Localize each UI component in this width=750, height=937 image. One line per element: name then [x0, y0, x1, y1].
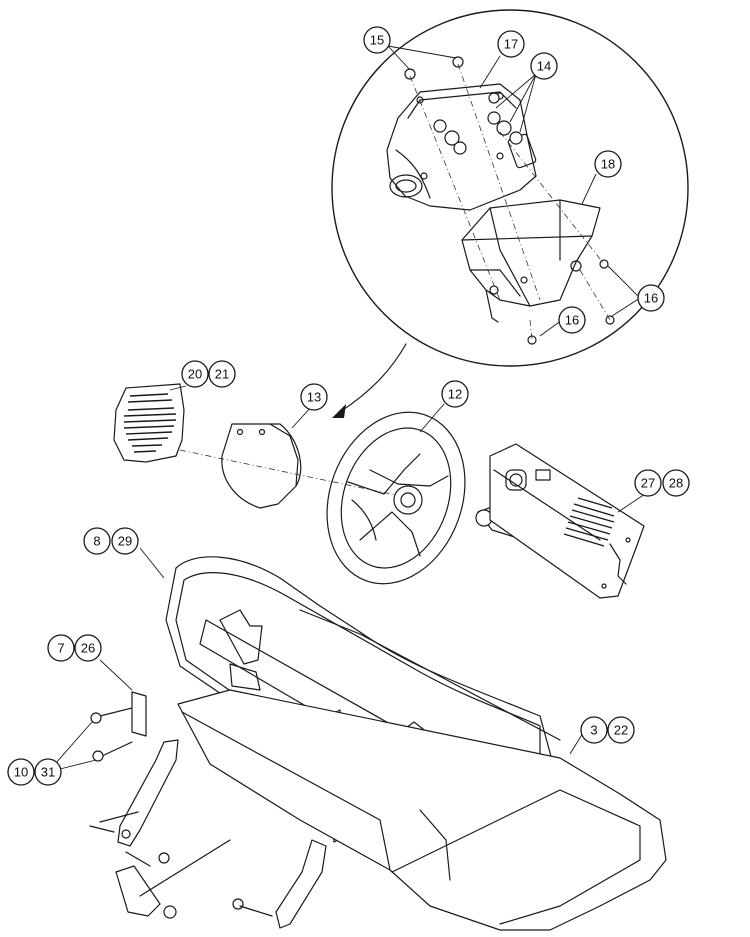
callout-circle — [662, 469, 690, 497]
callout-circle — [47, 634, 75, 662]
callout-label: 26 — [81, 641, 95, 656]
dash-panel — [489, 443, 645, 599]
callout-circle — [580, 716, 608, 744]
callout-label: 10 — [14, 765, 28, 780]
warning-decal — [113, 383, 185, 463]
callout-31: 31 — [34, 758, 62, 786]
callout-label: 27 — [641, 476, 655, 491]
callout-circle — [530, 52, 558, 80]
callout-circle — [83, 527, 111, 555]
callout-8: 8 — [83, 527, 111, 555]
callout-label: 13 — [307, 390, 321, 405]
callout-label: 20 — [188, 367, 202, 382]
callout-12: 12 — [441, 380, 469, 408]
callout-13: 13 — [300, 383, 328, 411]
callout-label: 12 — [448, 387, 462, 402]
callout-label: 16 — [644, 291, 658, 306]
callout-16: 16 — [637, 284, 665, 312]
callout-label: 28 — [669, 476, 683, 491]
callout-circle — [441, 380, 469, 408]
callout-label: 22 — [614, 723, 628, 738]
callout-label: 21 — [215, 367, 229, 382]
callout-3: 3 — [580, 716, 608, 744]
seat-support-bracket — [89, 739, 327, 929]
callout-7: 7 — [47, 634, 75, 662]
callout-14: 14 — [530, 52, 558, 80]
callout-circle — [300, 383, 328, 411]
callout-label: 17 — [504, 37, 518, 52]
callout-29: 29 — [111, 527, 139, 555]
leader-lines — [47, 385, 649, 773]
callout-label: 29 — [118, 534, 132, 549]
callout-circle — [7, 758, 35, 786]
washer-stack-left — [404, 68, 467, 155]
callouts: 15 17 14 18 16 16 20 21 13 12 27 28 8 29 7 26 3 22 10 31 — [7, 26, 690, 786]
callout-label: 3 — [590, 723, 597, 738]
callout-circle — [181, 360, 209, 388]
washer-stack-right — [452, 56, 523, 145]
callout-circle — [208, 360, 236, 388]
callout-circle — [34, 758, 62, 786]
callout-label: 8 — [93, 534, 100, 549]
callout-15: 15 — [363, 26, 391, 54]
detail-view — [331, 9, 689, 367]
callout-circle — [637, 284, 665, 312]
callout-20: 20 — [181, 360, 209, 388]
callout-circle — [363, 26, 391, 54]
callout-label: 18 — [601, 157, 615, 172]
seat-hinge-plate — [90, 691, 147, 762]
steering-wheel — [326, 411, 466, 585]
detail-arrow — [332, 343, 407, 418]
callout-circle — [634, 469, 662, 497]
callout-circle — [607, 716, 635, 744]
callout-16: 16 — [558, 306, 586, 334]
callout-10: 10 — [7, 758, 35, 786]
callout-circle — [74, 634, 102, 662]
callout-18: 18 — [594, 150, 622, 178]
callout-label: 7 — [57, 641, 64, 656]
callout-26: 26 — [74, 634, 102, 662]
callout-21: 21 — [208, 360, 236, 388]
callout-label: 14 — [537, 59, 551, 74]
callout-label: 16 — [565, 313, 579, 328]
callout-circle — [558, 306, 586, 334]
callout-circle — [111, 527, 139, 555]
callout-17: 17 — [497, 30, 525, 58]
callout-label: 15 — [370, 33, 384, 48]
seat-bottom — [177, 609, 667, 931]
callout-circle — [594, 150, 622, 178]
callout-circle — [497, 30, 525, 58]
callout-28: 28 — [662, 469, 690, 497]
lower-column-cover — [461, 199, 601, 323]
horn-cap — [221, 423, 302, 509]
callout-22: 22 — [607, 716, 635, 744]
callout-27: 27 — [634, 469, 662, 497]
callout-label: 31 — [41, 765, 55, 780]
